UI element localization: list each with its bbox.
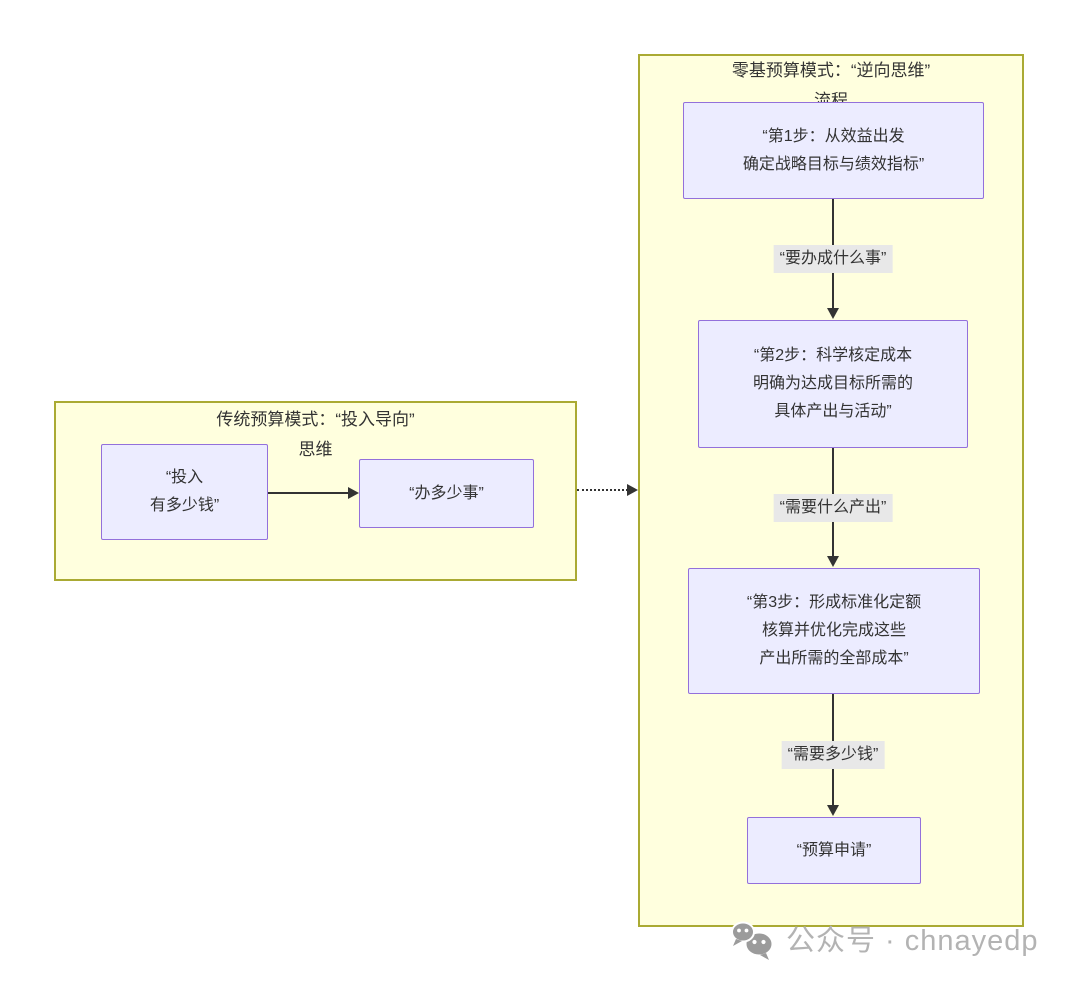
node-step2-line3: 具体产出与活动” (774, 403, 892, 420)
node-how-much-work-line1: “办多少事” (409, 484, 484, 502)
edge-label-what-outputs: “需要什么产出” (773, 494, 893, 522)
arrowhead-step3-to-request (827, 805, 839, 816)
arrowhead-step1-to-step2 (827, 308, 839, 319)
arrowhead-input-to-work (348, 487, 359, 499)
node-step2: “第2步：科学核定成本 明确为达成目标所需的 具体产出与活动” (698, 320, 968, 448)
watermark: 公众号 · chnayedp (730, 921, 1039, 961)
edge-label-how-much-money: “需要多少钱” (781, 741, 885, 769)
watermark-text: 公众号 · chnayedp (786, 925, 1039, 957)
node-step1: “第1步：从效益出发 确定战略目标与绩效指标” (683, 102, 984, 199)
node-investment-input-line2: 有多少钱” (149, 497, 220, 514)
edge-cluster-to-cluster-dotted (577, 489, 628, 491)
node-budget-request: “预算申请” (747, 817, 921, 884)
cluster-traditional-budget: 传统预算模式：“投入导向” 思维 “投入 有多少钱” “办多少事” (54, 401, 577, 581)
edge-label-what-to-accomplish: “要办成什么事” (773, 245, 893, 273)
node-investment-input: “投入 有多少钱” (101, 444, 268, 540)
node-step3-line3: 产出所需的全部成本” (759, 650, 909, 667)
node-step2-line2: 明确为达成目标所需的 (752, 375, 913, 392)
node-step1-line2: 确定战略目标与绩效指标” (742, 155, 925, 173)
node-investment-input-line1: “投入 (165, 469, 204, 486)
cluster-traditional-title-line1: 传统预算模式：“投入导向” (216, 410, 415, 429)
node-step2-line1: “第2步：科学核定成本 (753, 347, 913, 364)
cluster-traditional-title: 传统预算模式：“投入导向” 思维 (56, 405, 575, 465)
arrowhead-cluster-to-cluster (627, 484, 638, 496)
node-step3: “第3步：形成标准化定额 核算并优化完成这些 产出所需的全部成本” (688, 568, 980, 694)
node-how-much-work: “办多少事” (359, 459, 534, 528)
node-step1-line1: “第1步：从效益出发 (762, 127, 905, 145)
edge-input-to-work (268, 492, 351, 494)
node-step3-line1: “第3步：形成标准化定额 (746, 594, 922, 611)
cluster-zero-based-title-line1: 零基预算模式：“逆向思维” (731, 61, 931, 80)
cluster-traditional-title-line2: 思维 (298, 440, 333, 459)
wechat-icon (730, 921, 776, 961)
node-budget-request-line1: “预算申请” (796, 841, 872, 859)
cluster-zero-based-budget: 零基预算模式：“逆向思维” 流程 “第1步：从效益出发 确定战略目标与绩效指标”… (638, 54, 1024, 927)
node-step3-line2: 核算并优化完成这些 (761, 622, 906, 639)
arrowhead-step2-to-step3 (827, 556, 839, 567)
